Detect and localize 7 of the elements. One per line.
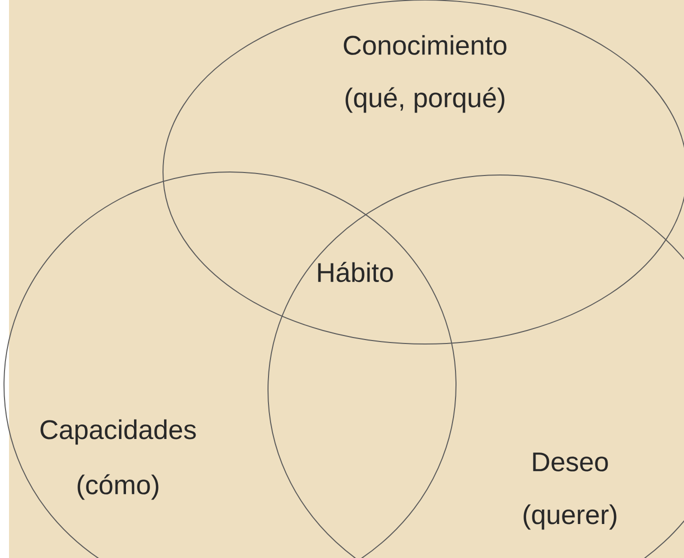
ellipse-label: (querer) <box>524 504 616 530</box>
intersection-label: Hábito <box>318 262 393 282</box>
ellipse-label: Deseo <box>533 452 608 472</box>
ellipse-label: Conocimiento <box>344 35 506 55</box>
ellipse-label: Capacidades <box>40 419 196 445</box>
ellipse-label: (qué, porqué) <box>346 87 504 113</box>
ellipse-label: (cómo) <box>78 474 158 500</box>
